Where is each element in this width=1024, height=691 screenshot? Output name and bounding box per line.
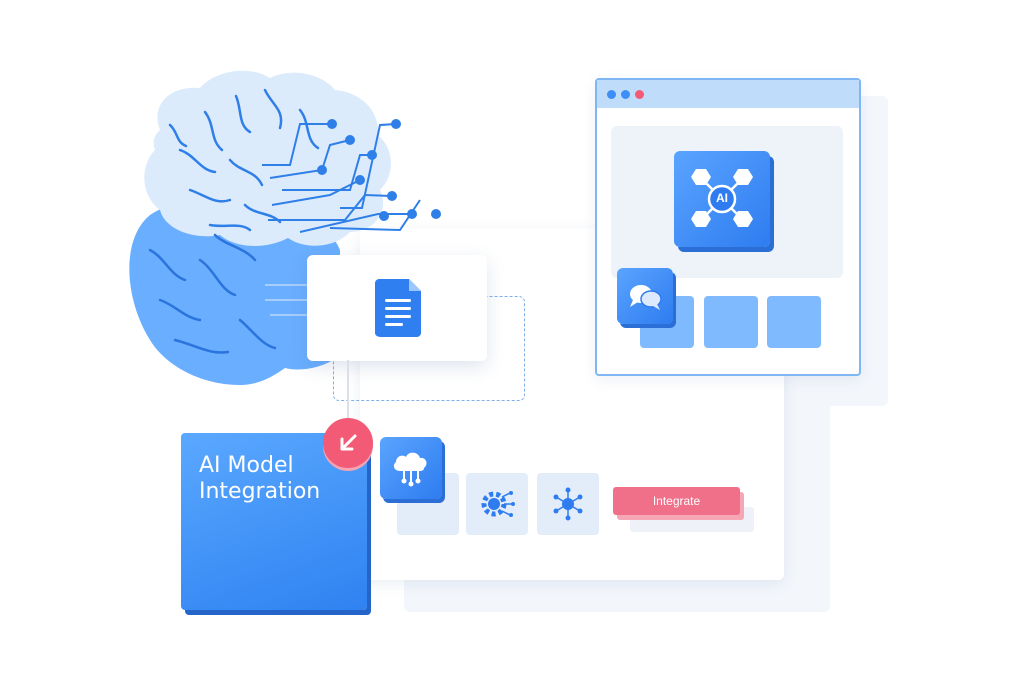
integrate-button[interactable]: Integrate [613, 487, 740, 515]
browser-placeholder-square-3[interactable] [767, 296, 821, 348]
gear-circuit-icon [481, 491, 515, 517]
document-icon [375, 279, 423, 342]
chat-tile[interactable] [617, 268, 673, 324]
ai-tile[interactable]: AI [674, 151, 770, 247]
gear-tile[interactable] [466, 473, 528, 535]
title-line-2: Integration [199, 479, 321, 504]
network-hub-icon [553, 487, 583, 521]
arrow-down-left-icon [340, 434, 357, 451]
network-tile[interactable] [537, 473, 599, 535]
browser-title-bar [597, 80, 859, 108]
title-line-1: AI Model [199, 453, 294, 478]
window-dot-blue[interactable] [607, 90, 616, 99]
ai-tile-label: AI [716, 191, 728, 205]
browser-window: AI [595, 78, 861, 376]
browser-placeholder-square-2[interactable] [704, 296, 758, 348]
arrow-badge[interactable] [323, 418, 373, 468]
window-dot-blue-2[interactable] [621, 90, 630, 99]
window-dot-red[interactable] [635, 90, 644, 99]
connector-line [347, 360, 349, 420]
chat-bubbles-icon [630, 285, 662, 310]
cloud-tile[interactable] [380, 437, 442, 499]
document-card[interactable] [307, 255, 487, 361]
cloud-network-icon [393, 452, 427, 487]
ai-hexagon-network-icon [691, 169, 753, 227]
